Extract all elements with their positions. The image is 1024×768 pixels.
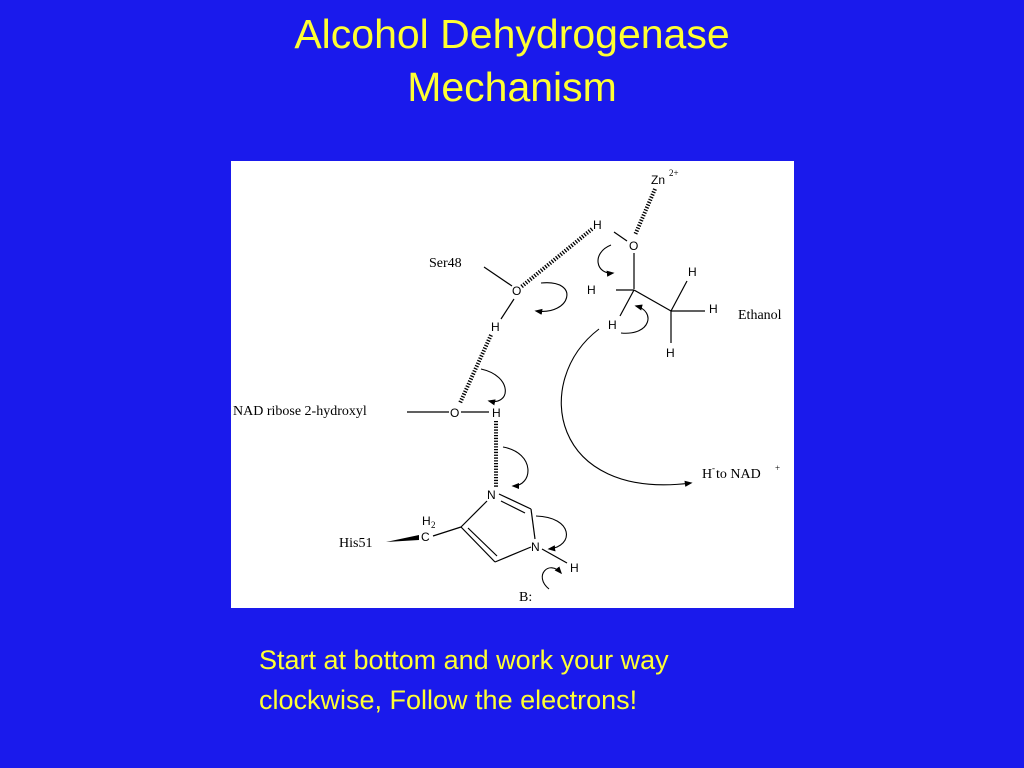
nad-charge: +: [775, 463, 780, 473]
his-n-top: N: [487, 488, 496, 502]
c1-hydride-bond: [619, 289, 635, 317]
ring-bond-1: [460, 500, 488, 528]
arrow-ribose-o: [480, 368, 506, 406]
his51-label: His51: [339, 536, 372, 551]
his-ch2-subscript: 2: [431, 520, 436, 530]
ring-double-bond: [467, 527, 498, 557]
arrow-ring: [535, 515, 567, 552]
caption-line-1: Start at bottom and work your way: [259, 645, 669, 675]
arrow-base: [541, 566, 563, 590]
c2-h-bottom: H: [666, 346, 675, 360]
c2-h-right: H: [709, 302, 718, 316]
ring-bond-5: [498, 493, 532, 510]
mechanism-svg: Zn 2+ O H Ser48 O H H H H H H Ethanol NA…: [233, 168, 782, 605]
his-ch2-carbon: C: [421, 530, 430, 544]
arrow-his-n: [502, 446, 529, 490]
zn-charge: 2+: [669, 168, 679, 178]
c2-h-top-bond: [670, 280, 688, 312]
hydride-charge: -: [712, 463, 715, 473]
zn-o-coordination: [633, 188, 657, 236]
c2-h-top: H: [688, 265, 697, 279]
title-line-2: Mechanism: [407, 64, 617, 110]
to-nad-label: to NAD: [716, 467, 761, 482]
ser-oxygen: O: [512, 284, 521, 298]
arrow-hydride-to-nad: [560, 328, 693, 487]
ribose-oxygen: O: [450, 406, 459, 420]
ethanol-oxygen: O: [629, 239, 638, 253]
mechanism-diagram: Zn 2+ O H Ser48 O H H H H H H Ethanol NA…: [231, 161, 794, 608]
his-n-hydrogen: H: [570, 561, 579, 575]
ch2-ring-bond: [432, 526, 462, 537]
ser48-label: Ser48: [429, 256, 462, 271]
ribose-hydrogen: H: [492, 406, 501, 420]
ethanol-label: Ethanol: [738, 308, 782, 323]
his-wedge-bond: [386, 535, 419, 542]
ser-o-bond: [483, 266, 513, 287]
base-label: B:: [519, 590, 532, 605]
ethanol-hydroxyl-h: H: [593, 218, 602, 232]
o-h-bond: [613, 231, 628, 242]
slide-title: Alcohol Dehydrogenase Mechanism: [0, 8, 1024, 114]
ring-bond-3: [494, 546, 532, 563]
caption-line-2: clockwise, Follow the electrons!: [259, 685, 638, 715]
ser-h-ribose-hbond: [458, 334, 493, 404]
ser-o-h-bond: [500, 298, 515, 320]
c1-hydrogen: H: [587, 283, 596, 297]
nad-ribose-label: NAD ribose 2-hydroxyl: [233, 404, 367, 419]
c1-c2-bond: [633, 289, 672, 312]
ser-hydrogen: H: [491, 320, 500, 334]
arrow-hydride: [620, 304, 649, 334]
hydride-h: H: [702, 467, 712, 482]
title-line-1: Alcohol Dehydrogenase: [294, 11, 730, 57]
his-ch2-h: H: [422, 514, 431, 528]
h-o-ser-hbond: [519, 227, 594, 289]
n-h-bond: [541, 548, 568, 564]
hydride-hydrogen: H: [608, 318, 617, 332]
arrow-zn-oh: [597, 244, 615, 277]
ring-bond-2: [460, 526, 496, 563]
ring-double-bond-2: [500, 500, 526, 514]
ring-bond-4: [530, 508, 536, 540]
slide-caption: Start at bottom and work your way clockw…: [259, 640, 819, 720]
arrow-ser-o: [534, 282, 568, 315]
zn-label: Zn: [651, 173, 665, 187]
his-n-bottom: N: [531, 540, 540, 554]
